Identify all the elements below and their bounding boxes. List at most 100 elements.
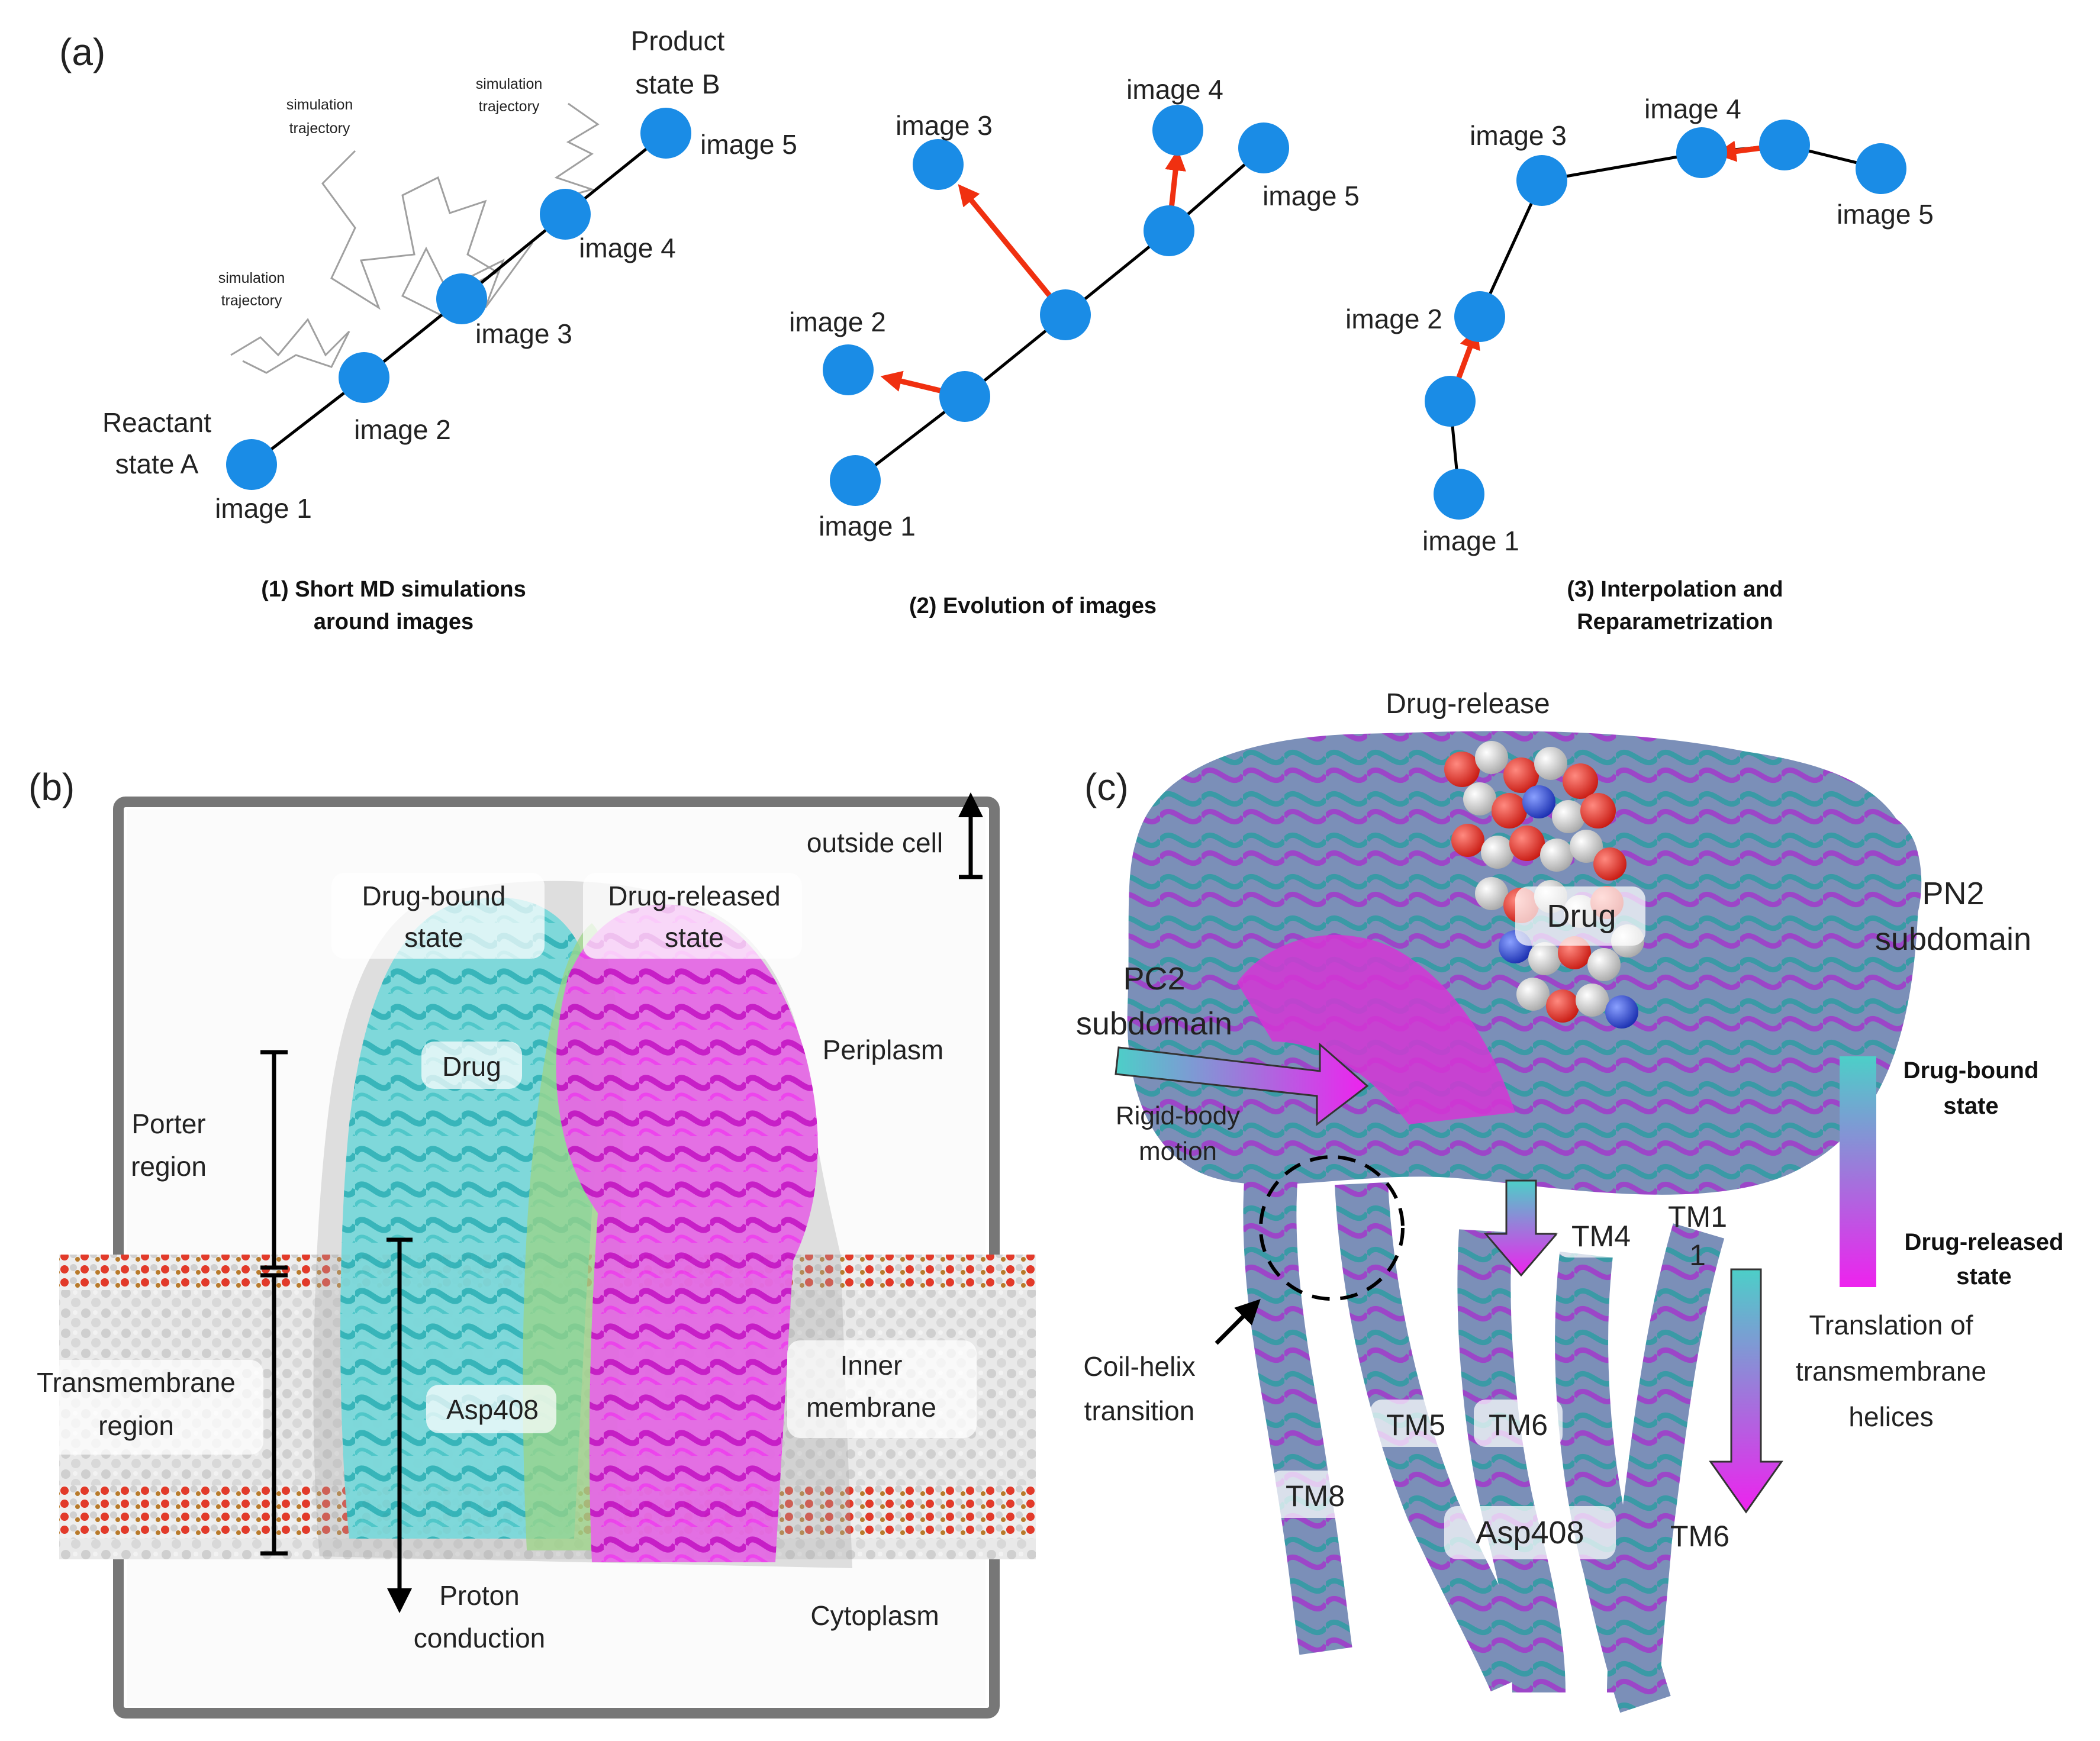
step2-image4-label: image 4: [1126, 74, 1223, 105]
periplasm-label: Periplasm: [823, 1034, 944, 1065]
rigid-body-label-2: motion: [1139, 1137, 1217, 1166]
inner-membrane-label: Inner: [840, 1350, 903, 1381]
pn2-label-2: subdomain: [1875, 921, 2031, 957]
step3-image3-label: image 3: [1470, 120, 1567, 151]
step1-image3-label: image 3: [475, 318, 572, 349]
tm4-tag: [1557, 1210, 1645, 1258]
outside-cell-label: outside cell: [807, 827, 943, 858]
legend-drug-released: Drug-released: [1905, 1229, 2064, 1255]
product-label-2: state B: [635, 69, 720, 99]
node-step2-image3-new: [913, 139, 964, 190]
tm1-helix: [1607, 1223, 1725, 1693]
asp408-label-b: Asp408: [446, 1394, 539, 1425]
pn2-label: PN2: [1922, 876, 1984, 911]
panel-b-label: (b): [28, 766, 75, 808]
step3-image2-label: image 2: [1345, 304, 1442, 334]
drug-released-label: Drug-released: [608, 881, 780, 911]
asp408-tag-b: [426, 1385, 556, 1433]
node-step3-image2-old: [1425, 376, 1476, 427]
step1-image4-label: image 4: [579, 233, 676, 263]
cytoplasm-label: Cytoplasm: [810, 1600, 939, 1631]
asp408-label-c: Asp408: [1476, 1515, 1584, 1550]
tm6-mid-label: TM6: [1489, 1408, 1548, 1442]
panel-a: (a) simulation trajectory simulation tra…: [59, 25, 1934, 634]
pc2-label-2: subdomain: [1076, 1006, 1232, 1042]
inner-membrane-tag: [787, 1340, 977, 1438]
reactant-label-2: state A: [115, 449, 199, 479]
translation-label-2: transmembrane: [1796, 1356, 1986, 1387]
step1-image2-label: image 2: [354, 414, 451, 445]
asp408-tag-c: [1444, 1506, 1616, 1559]
node-step1-image1: [226, 439, 277, 490]
drug-release-label: Drug-release: [1386, 688, 1550, 720]
translation-label-3: helices: [1848, 1401, 1933, 1432]
legend-drug-released-2: state: [1956, 1263, 2011, 1289]
trajectory-label-1: simulation: [286, 96, 353, 113]
drug-released-protomer: [556, 904, 818, 1562]
node-step3-image4: [1676, 127, 1727, 178]
step3-image1-label: image 1: [1422, 525, 1519, 556]
inner-membrane-label-2: membrane: [806, 1392, 936, 1423]
transmembrane-region-label-2: region: [98, 1410, 174, 1441]
node-step1-image5: [640, 108, 691, 159]
node-step1-image4: [540, 189, 591, 240]
drug-tag-c: [1515, 886, 1645, 946]
tm6-right-label: TM6: [1670, 1520, 1729, 1553]
trajectory-label-2: simulation: [476, 76, 543, 92]
coil-helix-arrow: [1215, 1299, 1261, 1345]
step2-image1-label: image 1: [819, 511, 916, 541]
rigid-body-label: Rigid-body: [1116, 1101, 1240, 1130]
tm8-label: TM8: [1286, 1479, 1345, 1513]
node-step3-image2: [1454, 291, 1505, 342]
trajectory-label-3: simulation: [218, 270, 285, 286]
tm4-shift-arrow: [1483, 1179, 1559, 1277]
drug-bound-label: Drug-bound: [362, 881, 506, 911]
legend-drug-bound: Drug-bound: [1903, 1058, 2039, 1084]
pc2-label: PC2: [1123, 961, 1185, 997]
step1-caption-2: around images: [314, 610, 474, 634]
transmembrane-tag: [9, 1360, 263, 1455]
node-step2-image2-new: [823, 344, 874, 395]
drug-label-b: Drug: [442, 1051, 501, 1082]
node-step2-image4: [1144, 205, 1194, 256]
drug-released-label-2: state: [665, 922, 724, 953]
pc2-subdomain-shape: [1237, 935, 1515, 1124]
state-color-bar: [1840, 1056, 1876, 1287]
step2-image5-label: image 5: [1262, 180, 1360, 211]
step2-caption: (2) Evolution of images: [909, 594, 1157, 618]
node-step3-image5: [1856, 143, 1906, 194]
panel-b: (b) outside cell Drug-bound state Drug-r…: [9, 766, 1036, 1719]
drug-released-tag: [583, 873, 802, 959]
drug-bound-tag: [331, 873, 545, 959]
coil-helix-circle: [1259, 1155, 1405, 1301]
translation-arrow: [1709, 1268, 1783, 1514]
tm5-tag: [1370, 1400, 1459, 1447]
node-step2-image3: [1040, 289, 1091, 340]
node-step3-image1: [1434, 469, 1484, 520]
tm8-tag: [1270, 1471, 1358, 1518]
tm8-helix: [1243, 1157, 1352, 1655]
node-step3-image4-old: [1759, 120, 1810, 170]
trajectory-label-3b: trajectory: [221, 292, 282, 309]
tm6-mid-tag: [1474, 1400, 1563, 1447]
node-step2-image4-new: [1152, 105, 1203, 156]
reactant-label: Reactant: [102, 407, 211, 438]
proton-conduction-label-2: conduction: [414, 1623, 546, 1653]
drug-bound-label-2: state: [404, 922, 463, 953]
panel-a-label: (a): [59, 31, 105, 73]
tm1-label: TM1: [1668, 1200, 1727, 1233]
tm1-label-2: 1: [1689, 1239, 1706, 1272]
step3-caption-2: Reparametrization: [1577, 610, 1773, 634]
node-step1-image2: [339, 352, 389, 403]
node-step3-image3: [1516, 155, 1567, 206]
tm5-helix: [1335, 1182, 1540, 1692]
path-step3: [1448, 143, 1882, 495]
proton-conduction-label: Proton: [439, 1580, 520, 1611]
force-arrow-image3: [958, 184, 1068, 317]
step1-image5-label: image 5: [700, 129, 797, 160]
rigid-body-arrow: [1115, 1042, 1369, 1127]
node-step2-image2: [939, 371, 990, 422]
step2-image3-label: image 3: [896, 110, 993, 141]
panel-c-label: (c): [1084, 766, 1129, 808]
